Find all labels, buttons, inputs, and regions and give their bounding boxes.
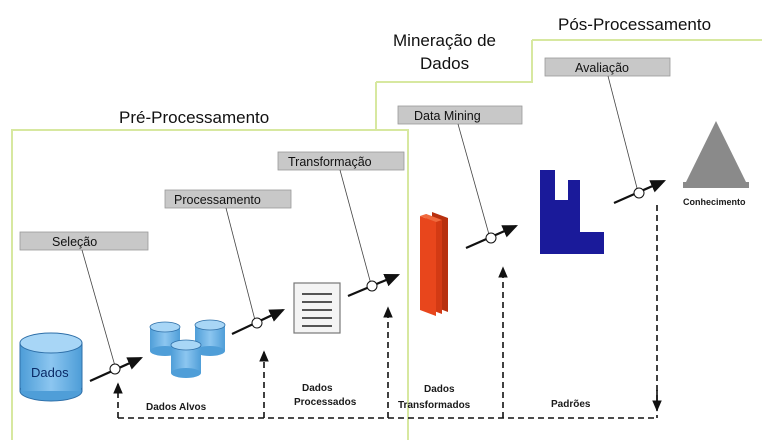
knowledge-icon [683, 121, 749, 188]
stage-label-processed-line1: Dados [302, 383, 333, 394]
step-evaluation: Avaliação [544, 57, 671, 77]
svg-text:Data Mining: Data Mining [414, 109, 481, 123]
svg-text:Avaliação: Avaliação [575, 61, 629, 75]
phase-title-post-processing: Pós-Processamento [558, 15, 711, 34]
feedback-loop [113, 205, 658, 419]
stage-label-transformed-line2: Transformados [398, 400, 471, 411]
stage-label-patterns: Padrões [551, 399, 591, 410]
stage-label-transformed-line1: Dados [424, 384, 455, 395]
target-data-icon [149, 319, 226, 378]
svg-text:Transformação: Transformação [288, 155, 372, 169]
stage-label-processed-line2: Processados [294, 397, 357, 408]
phase-title-mining-line2: Dados [420, 54, 469, 73]
step-data-mining: Data Mining [397, 105, 523, 125]
step-preprocessing: Processamento [164, 189, 292, 209]
transformed-data-icon [420, 212, 448, 316]
stage-label-data: Dados [31, 365, 69, 380]
step-connectors [81, 75, 639, 367]
stage-label-knowledge: Conhecimento [683, 197, 746, 207]
database-icon: Dados [19, 332, 83, 402]
step-selection: Seleção [19, 231, 149, 251]
arrow-hubs [109, 187, 645, 375]
document-icon [293, 282, 341, 334]
patterns-icon [540, 170, 604, 254]
svg-text:Seleção: Seleção [52, 235, 97, 249]
stage-label-target-data: Dados Alvos [146, 402, 207, 413]
mining-panel [375, 40, 533, 130]
step-transformation: Transformação [277, 151, 405, 171]
phase-title-mining-line1: Mineração de [393, 31, 496, 50]
svg-text:Processamento: Processamento [174, 193, 261, 207]
pre-processing-panel [11, 129, 409, 440]
phase-panels [11, 39, 762, 440]
phase-title-pre-processing: Pré-Processamento [119, 108, 269, 127]
